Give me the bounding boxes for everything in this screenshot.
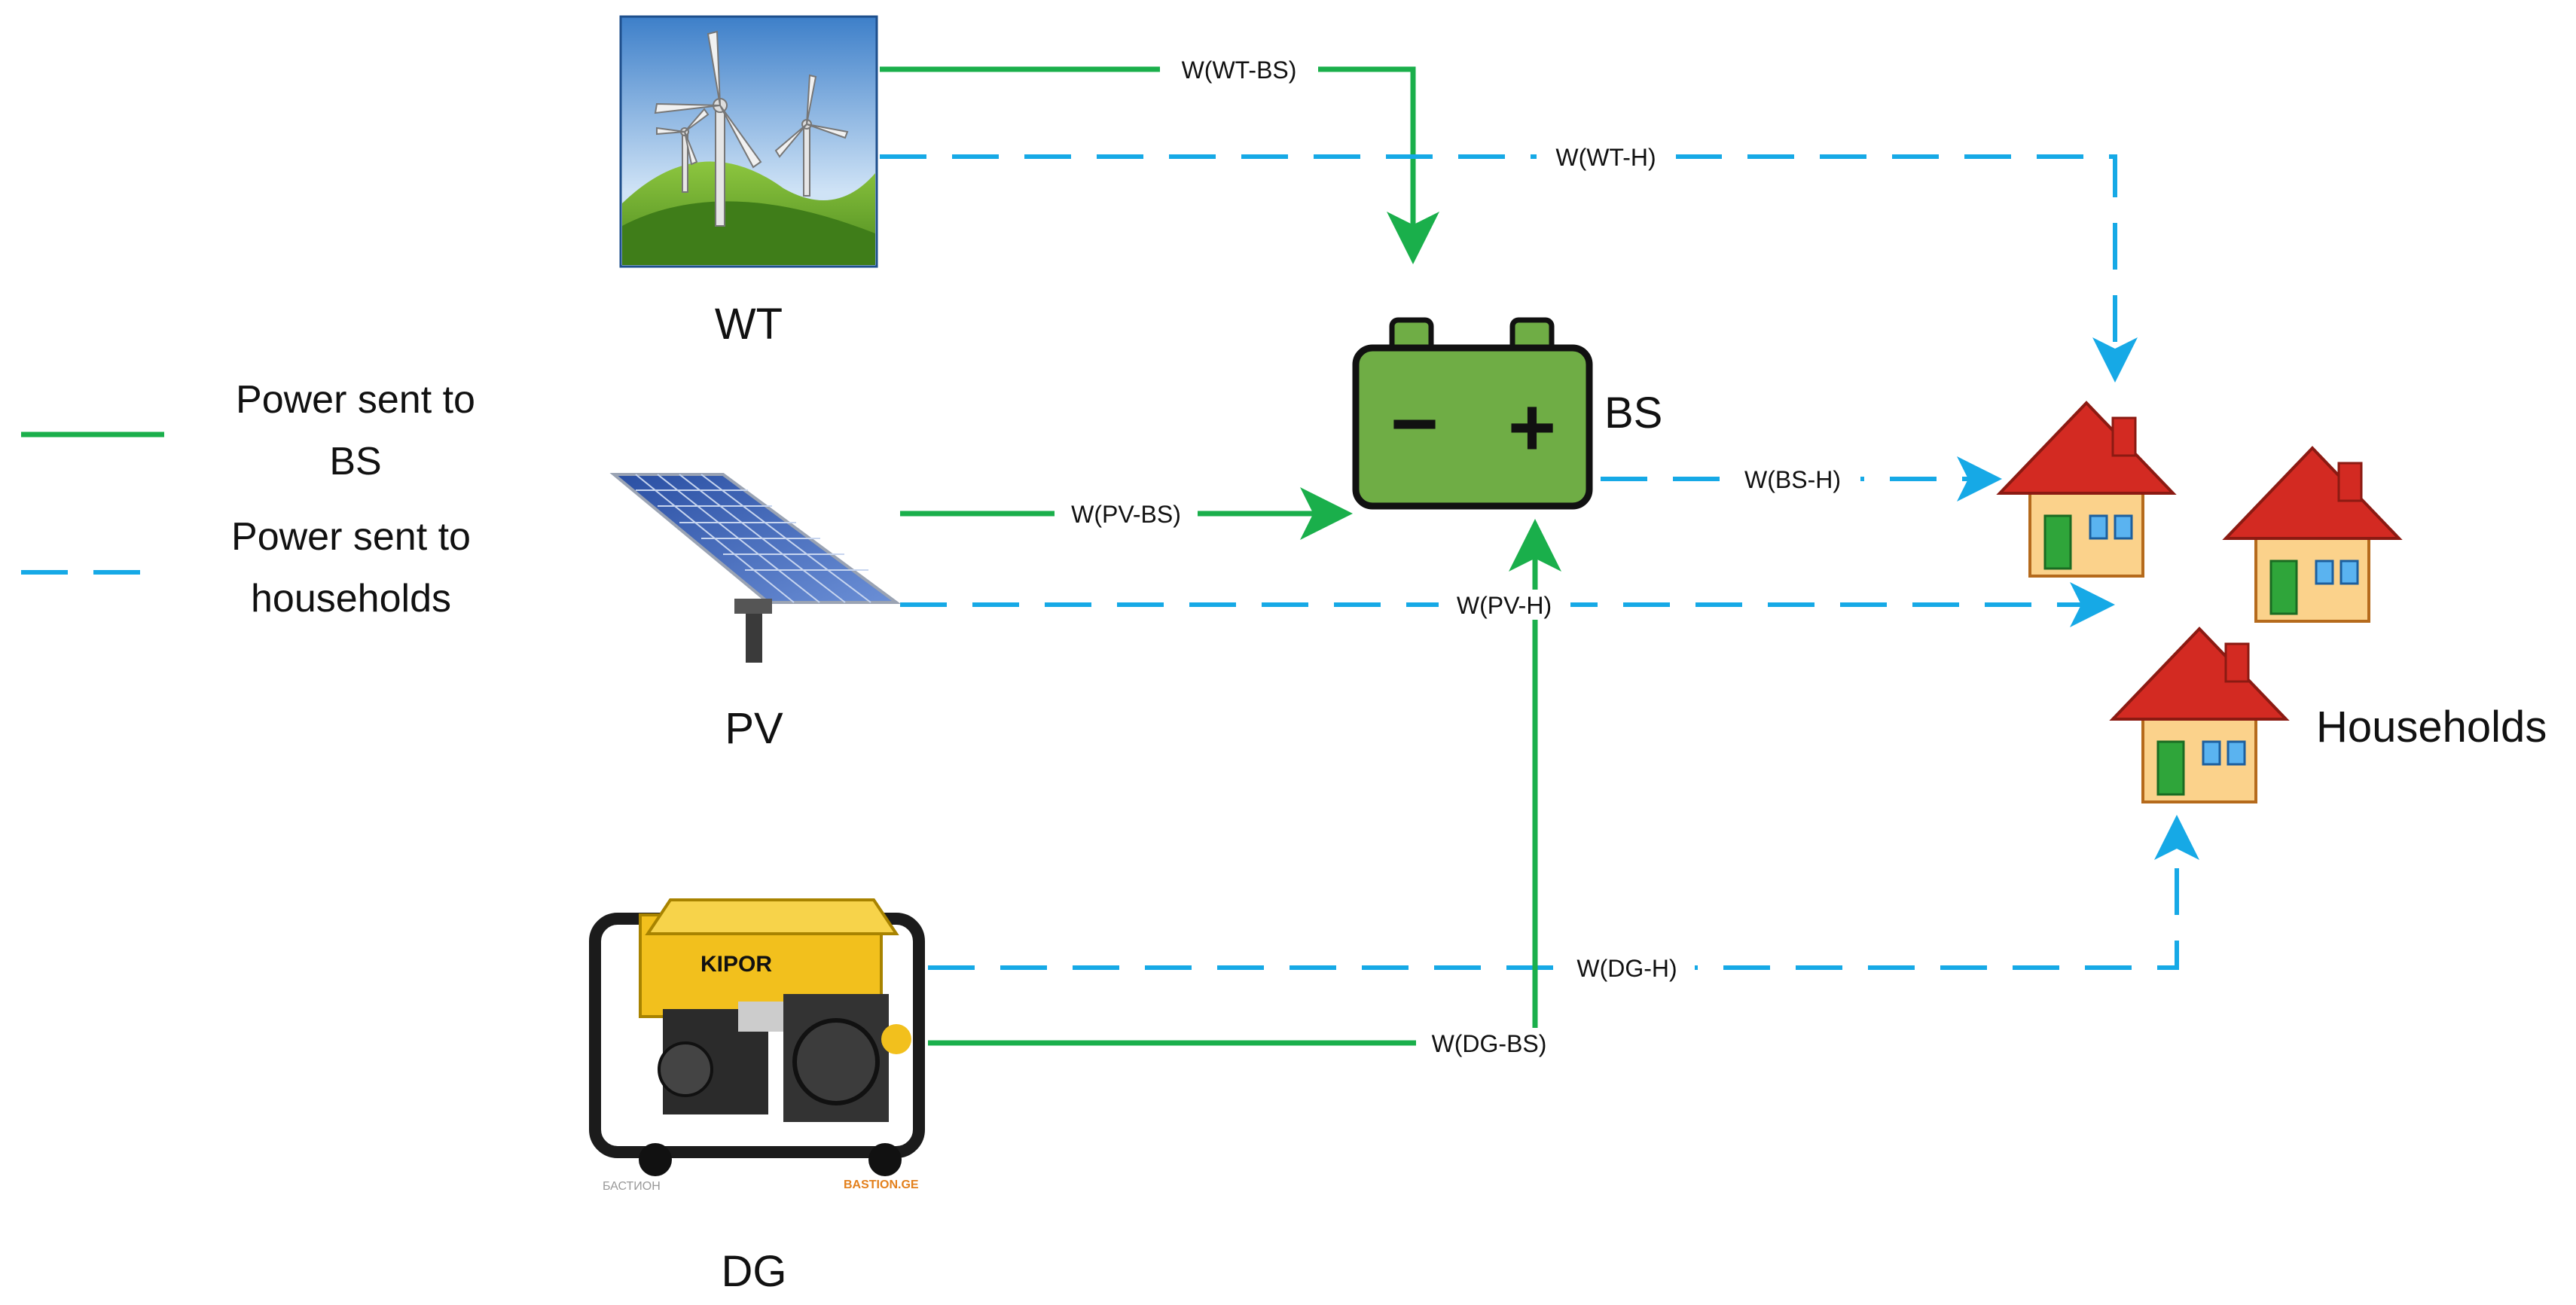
- battery-minus-icon: −: [1390, 377, 1439, 470]
- pv-label: PV: [725, 704, 783, 753]
- flow-label-dg-bs: W(DG-BS): [1416, 1028, 1563, 1058]
- legend: Power sent to BS Power sent to household…: [21, 378, 475, 620]
- svg-text:W(DG-H): W(DG-H): [1576, 955, 1677, 982]
- pv-node: PV: [609, 473, 902, 753]
- legend-household-label-line2: households: [251, 577, 451, 620]
- bs-label: BS: [1604, 389, 1662, 438]
- legend-bs-label-line1: Power sent to: [236, 378, 475, 422]
- wind-turbine-icon: [619, 15, 878, 268]
- svg-text:W(PV-H): W(PV-H): [1457, 592, 1552, 619]
- flow-label-bs-h: W(BS-H): [1725, 464, 1860, 494]
- flow-label-dg-h: W(DG-H): [1559, 953, 1695, 983]
- svg-text:W(WT-H): W(WT-H): [1555, 144, 1656, 171]
- households-label: Households: [2316, 703, 2547, 752]
- flow-label-pv-bs: W(PV-BS): [1055, 499, 1198, 529]
- svg-text:W(PV-BS): W(PV-BS): [1071, 501, 1181, 528]
- battery-plus-icon: +: [1508, 381, 1556, 474]
- flow-dg-h: [928, 815, 2199, 970]
- bs-node: − + BS: [1352, 317, 1662, 510]
- svg-text:W(WT-BS): W(WT-BS): [1182, 56, 1297, 84]
- flow-label-pv-h: W(PV-H): [1439, 590, 1570, 620]
- flow-wt-h: [880, 154, 2138, 383]
- wt-node: WT: [619, 15, 878, 349]
- battery-icon: − +: [1352, 317, 1593, 510]
- households-node: Households: [1998, 401, 2547, 803]
- svg-text:W(BS-H): W(BS-H): [1744, 466, 1841, 493]
- flow-label-wt-bs: W(WT-BS): [1160, 54, 1318, 84]
- dg-watermark-right: BASTION.GE: [844, 1178, 919, 1191]
- house-icon: [1998, 401, 2175, 578]
- dg-brand: KIPOR: [700, 952, 772, 977]
- legend-bs-label-line2: BS: [329, 440, 381, 483]
- svg-text:W(DG-BS): W(DG-BS): [1432, 1030, 1547, 1057]
- wt-label: WT: [715, 300, 783, 349]
- dg-label: DG: [722, 1247, 787, 1296]
- flow-wt-bs: [880, 66, 1439, 264]
- solar-panel-icon: [609, 473, 902, 663]
- dg-node: KIPOR БАСТИОН BASTION.GE DG: [589, 898, 925, 1296]
- legend-household-label-line1: Power sent to: [231, 515, 471, 559]
- diesel-generator-icon: KIPOR БАСТИОН BASTION.GE: [589, 898, 925, 1193]
- house-icon: [2224, 447, 2401, 623]
- dg-watermark-left: БАСТИОН: [603, 1180, 661, 1193]
- house-icon: [2111, 627, 2288, 803]
- flow-label-wt-h: W(WT-H): [1537, 142, 1676, 172]
